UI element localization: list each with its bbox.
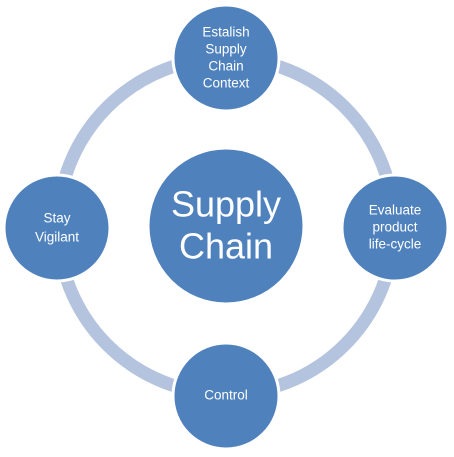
- node-stay-vigilant-circle: [2, 173, 112, 283]
- node-control: Control: [171, 341, 281, 451]
- node-control-circle: [171, 341, 281, 451]
- node-control-line-1: Control: [204, 388, 248, 403]
- node-evaluate-lifecycle-line-1: Evaluate: [369, 203, 422, 218]
- node-establish-context: Estalish Supply Chain Context: [171, 3, 281, 113]
- node-establish-context-line-1: Estalish: [202, 25, 249, 40]
- node-evaluate-lifecycle-circle: [340, 173, 450, 283]
- center-node: Supply Chain: [146, 146, 306, 306]
- center-label-line-2: Chain: [179, 226, 273, 267]
- node-establish-context-line-3: Chain: [208, 59, 243, 74]
- node-stay-vigilant: Stay Vigilant: [2, 173, 112, 283]
- node-evaluate-lifecycle-line-3: life-cycle: [369, 237, 422, 252]
- node-establish-context-line-4: Context: [203, 76, 250, 91]
- center-node-circle: [146, 146, 306, 306]
- node-stay-vigilant-line-2: Vigilant: [35, 230, 79, 245]
- node-establish-context-line-2: Supply: [205, 42, 247, 57]
- center-label-line-1: Supply: [171, 184, 281, 225]
- node-establish-context-circle: [171, 3, 281, 113]
- node-stay-vigilant-line-1: Stay: [43, 211, 70, 226]
- node-evaluate-lifecycle: Evaluate product life-cycle: [340, 173, 450, 283]
- node-evaluate-lifecycle-line-2: product: [372, 220, 417, 235]
